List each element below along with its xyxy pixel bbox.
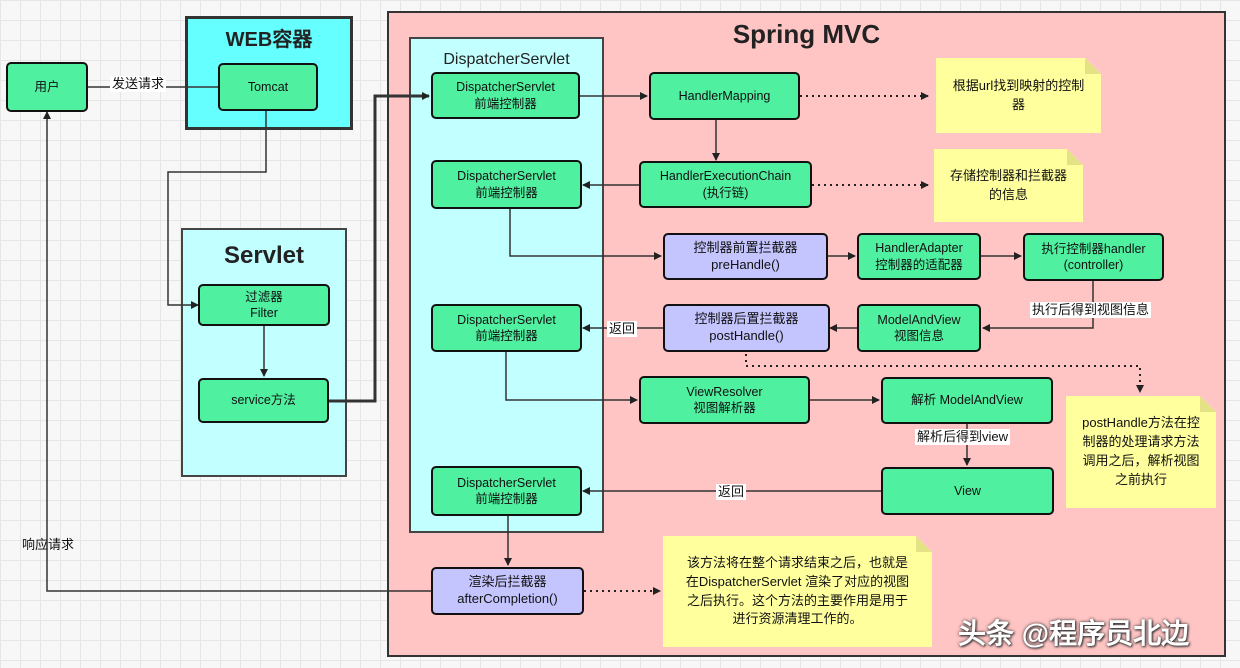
respond-request-line xyxy=(43,111,431,592)
pre-handle-node: 控制器前置拦截器 preHandle() xyxy=(663,233,828,280)
handler-adapter-node: HandlerAdapter 控制器的适配器 xyxy=(857,233,981,280)
tomcat-node: Tomcat xyxy=(218,63,318,111)
ds2-to-prehandle xyxy=(509,209,662,260)
respond-request-label: 响应请求 xyxy=(22,537,75,552)
dispatcher-servlet-node-4: DispatcherServlet 前端控制器 xyxy=(431,466,582,516)
mapping-note: 根据url找到映射的控制 器 xyxy=(936,58,1101,133)
servlet-title: Servlet xyxy=(223,242,305,269)
tomcat-to-filter xyxy=(167,111,267,309)
watermark: 头条 @程序员北边 xyxy=(958,618,1190,649)
send-request-label: 发送请求 xyxy=(110,76,167,92)
post-note-link xyxy=(745,354,1144,393)
parse-view-label: 解析后得到view xyxy=(915,429,1011,445)
view-resolver-node: ViewResolver 视图解析器 xyxy=(639,376,810,424)
post-handle-node: 控制器后置拦截器 postHandle() xyxy=(663,304,830,352)
web-container-title: WEB容器 xyxy=(225,29,313,51)
handler-mapping-node: HandlerMapping xyxy=(649,72,800,120)
after-completion-node: 渲染后拦截器 afterCompletion() xyxy=(431,567,584,615)
dispatcher-servlet-node-2: DispatcherServlet 前端控制器 xyxy=(431,160,582,209)
ds3-to-viewresolver xyxy=(505,352,638,404)
view-node: View xyxy=(881,467,1054,515)
service-to-ds1 xyxy=(329,92,430,403)
service-node: service方法 xyxy=(198,378,329,423)
post-handle-note: postHandle方法在控 制器的处理请求方法 调用之后，解析视图 之前执行 xyxy=(1066,396,1216,508)
return-label-2: 返回 xyxy=(716,484,747,500)
chain-note: 存储控制器和拦截器 的信息 xyxy=(934,149,1083,222)
after-completion-note: 该方法将在整个请求结束之后，也就是 在DispatcherServlet 渲染了… xyxy=(663,536,932,647)
filter-node: 过滤器 Filter xyxy=(198,284,330,326)
handler-execution-chain-node: HandlerExecutionChain (执行链) xyxy=(639,161,812,208)
exec-to-modelandview xyxy=(982,281,1094,332)
dispatcher-servlet-title: DispatcherServlet xyxy=(443,51,570,68)
spring-mvc-title: Spring MVC xyxy=(732,19,881,49)
exec-handler-node: 执行控制器handler (controller) xyxy=(1023,233,1164,281)
user-node: 用户 xyxy=(6,62,88,112)
parse-model-and-view-node: 解析 ModelAndView xyxy=(881,377,1053,424)
dispatcher-servlet-node-3: DispatcherServlet 前端控制器 xyxy=(431,304,582,352)
return-label-1: 返回 xyxy=(607,321,638,337)
dispatcher-servlet-node-1: DispatcherServlet 前端控制器 xyxy=(431,72,580,119)
exec-view-info-label: 执行后得到视图信息 xyxy=(1030,302,1152,318)
model-and-view-node: ModelAndView 视图信息 xyxy=(857,304,981,352)
dispatcher-servlet-container: DispatcherServlet xyxy=(409,37,604,533)
